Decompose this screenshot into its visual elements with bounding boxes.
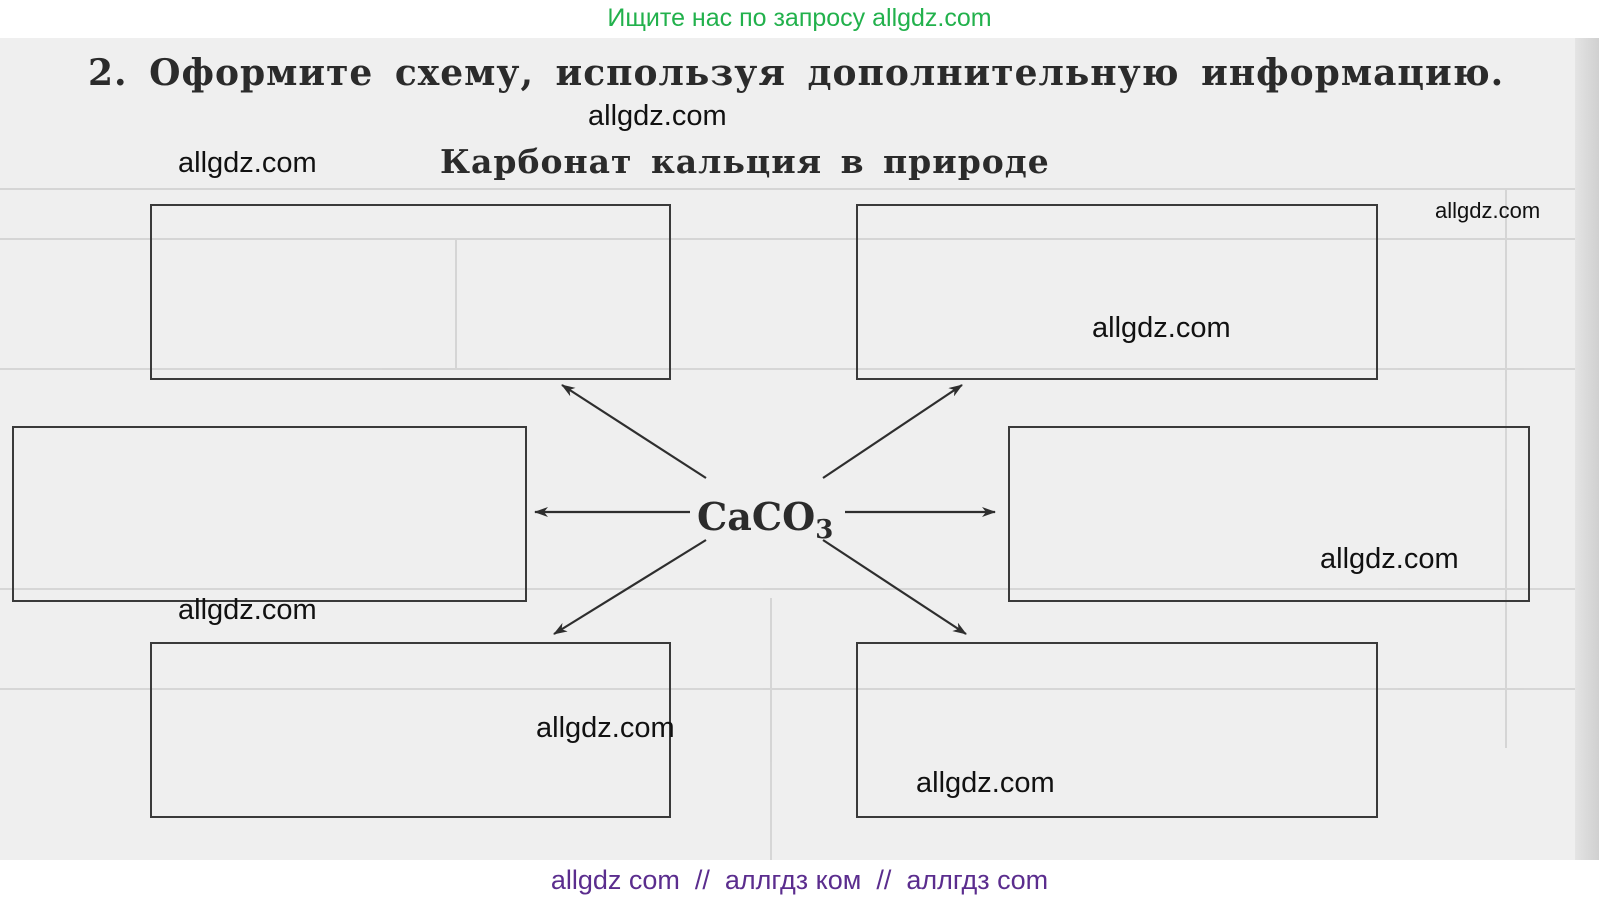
answer-box-top-right[interactable] — [856, 204, 1378, 380]
scheme-title: Карбонат кальция в природе — [440, 142, 1050, 181]
formula-main: CaCO — [697, 494, 816, 539]
arrow-to-top-left — [561, 384, 707, 479]
task-title: 2. Оформите схему, используя дополнитель… — [88, 52, 1505, 94]
answer-box-bottom-right[interactable] — [856, 642, 1378, 818]
watermark: allgdz.com — [178, 147, 317, 179]
answer-box-bottom-left[interactable] — [150, 642, 671, 818]
watermark: allgdz.com — [1092, 312, 1231, 344]
arrow-to-bottom-right — [822, 539, 967, 635]
arrow-to-top-right — [822, 384, 963, 479]
formula-subscript: 3 — [815, 515, 834, 545]
bleed-through-background — [0, 38, 1599, 860]
answer-box-middle-left[interactable] — [12, 426, 527, 602]
watermark: allgdz.com — [1320, 543, 1459, 575]
textbook-page: 2. Оформите схему, используя дополнитель… — [0, 38, 1599, 860]
arrow-to-bottom-left — [553, 539, 707, 635]
watermark: allgdz.com — [916, 767, 1055, 799]
watermark: allgdz.com — [536, 712, 675, 744]
top-banner[interactable]: Ищите нас по запросу allgdz.com — [0, 0, 1599, 38]
bottom-banner-text[interactable]: allgdz com // аллгдз ком // аллгдз com — [550, 865, 1049, 895]
answer-box-top-left[interactable] — [150, 204, 671, 380]
watermark: allgdz.com — [1435, 198, 1541, 223]
watermark: allgdz.com — [178, 594, 317, 626]
watermark: allgdz.com — [588, 100, 727, 132]
answer-box-middle-right[interactable] — [1008, 426, 1530, 602]
scheme-arrows — [534, 384, 996, 635]
top-banner-text[interactable]: Ищите нас по запросу allgdz.com — [607, 4, 992, 32]
center-formula: CaCO3 — [697, 494, 833, 545]
bottom-banner[interactable]: allgdz com // аллгдз ком // аллгдз com — [0, 860, 1599, 901]
